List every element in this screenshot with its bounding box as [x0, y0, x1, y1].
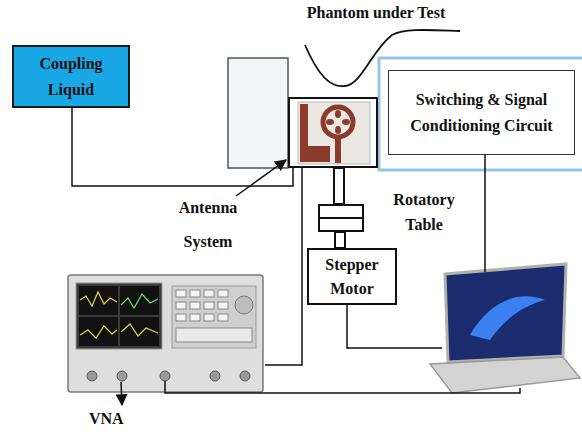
antenna-board [298, 102, 370, 164]
antenna-slot [335, 110, 341, 118]
ground-plane [300, 146, 330, 162]
port [240, 371, 250, 381]
node-label: Coupling Liquid [17, 51, 125, 102]
antenna-slot [326, 119, 334, 125]
port [160, 371, 170, 381]
port [210, 371, 220, 381]
node-label: VNA [89, 409, 149, 428]
shaft-inner [336, 233, 344, 247]
shaft-inner [335, 169, 343, 203]
key [204, 302, 214, 309]
key [218, 314, 228, 321]
node-label: Rotatory Table [384, 188, 464, 238]
key [190, 290, 200, 297]
node-label: Switching & Signal Conditioning Circuit [393, 87, 570, 138]
signal-wire [484, 155, 486, 272]
port [87, 371, 97, 381]
cable-connector [265, 168, 302, 365]
vna-body [68, 275, 263, 392]
antenna-slot [342, 119, 350, 125]
key-row [176, 328, 252, 342]
knob [235, 296, 253, 314]
vna-trace [121, 324, 158, 336]
vna-screen-frame [76, 283, 162, 349]
chamber-box [228, 58, 288, 168]
motor-box: Stepper Motor [307, 248, 397, 305]
antenna-slot [335, 126, 341, 134]
key [190, 314, 200, 321]
signal-wire [165, 381, 520, 393]
vna-device: VNA [65, 272, 265, 395]
vna-screen [120, 286, 159, 315]
callout-arrow [236, 160, 286, 196]
key [190, 302, 200, 309]
callout-arrow [121, 382, 122, 405]
laptop-base [430, 357, 580, 393]
vna-trace [80, 292, 117, 306]
port [117, 371, 127, 381]
laptop-screen [445, 264, 566, 362]
key [218, 290, 228, 297]
vna-screen [120, 317, 159, 346]
key [218, 302, 228, 309]
keypad-panel [172, 286, 256, 348]
node-label: Antenna System [170, 191, 246, 258]
vna-screen [79, 286, 118, 315]
diagram-label: Phantom under Test [276, 4, 476, 22]
circuit-box: Switching & Signal Conditioning Circuit [388, 70, 575, 155]
vna-screen [79, 317, 118, 346]
circuit-panel [379, 58, 582, 170]
key [204, 290, 214, 297]
table-plate [320, 206, 362, 219]
liquid-box: Coupling Liquid [12, 45, 130, 108]
antenna-ring [323, 107, 353, 137]
rotary-table: Rotatory Table [318, 204, 364, 232]
key [204, 314, 214, 321]
vna-trace [121, 294, 158, 308]
cable-connector [72, 108, 293, 186]
shaft-connector [334, 232, 346, 248]
key [176, 314, 186, 321]
shaft-connector [333, 168, 345, 204]
key [176, 302, 186, 309]
screen-swirl [470, 296, 545, 340]
antenna-box: Antenna System [288, 97, 378, 168]
signal-wire [347, 305, 442, 348]
feed-line [335, 137, 341, 163]
node-label: Stepper Motor [312, 253, 392, 301]
key [176, 290, 186, 297]
vna-trace [80, 326, 117, 338]
vna-keypad [172, 286, 256, 348]
